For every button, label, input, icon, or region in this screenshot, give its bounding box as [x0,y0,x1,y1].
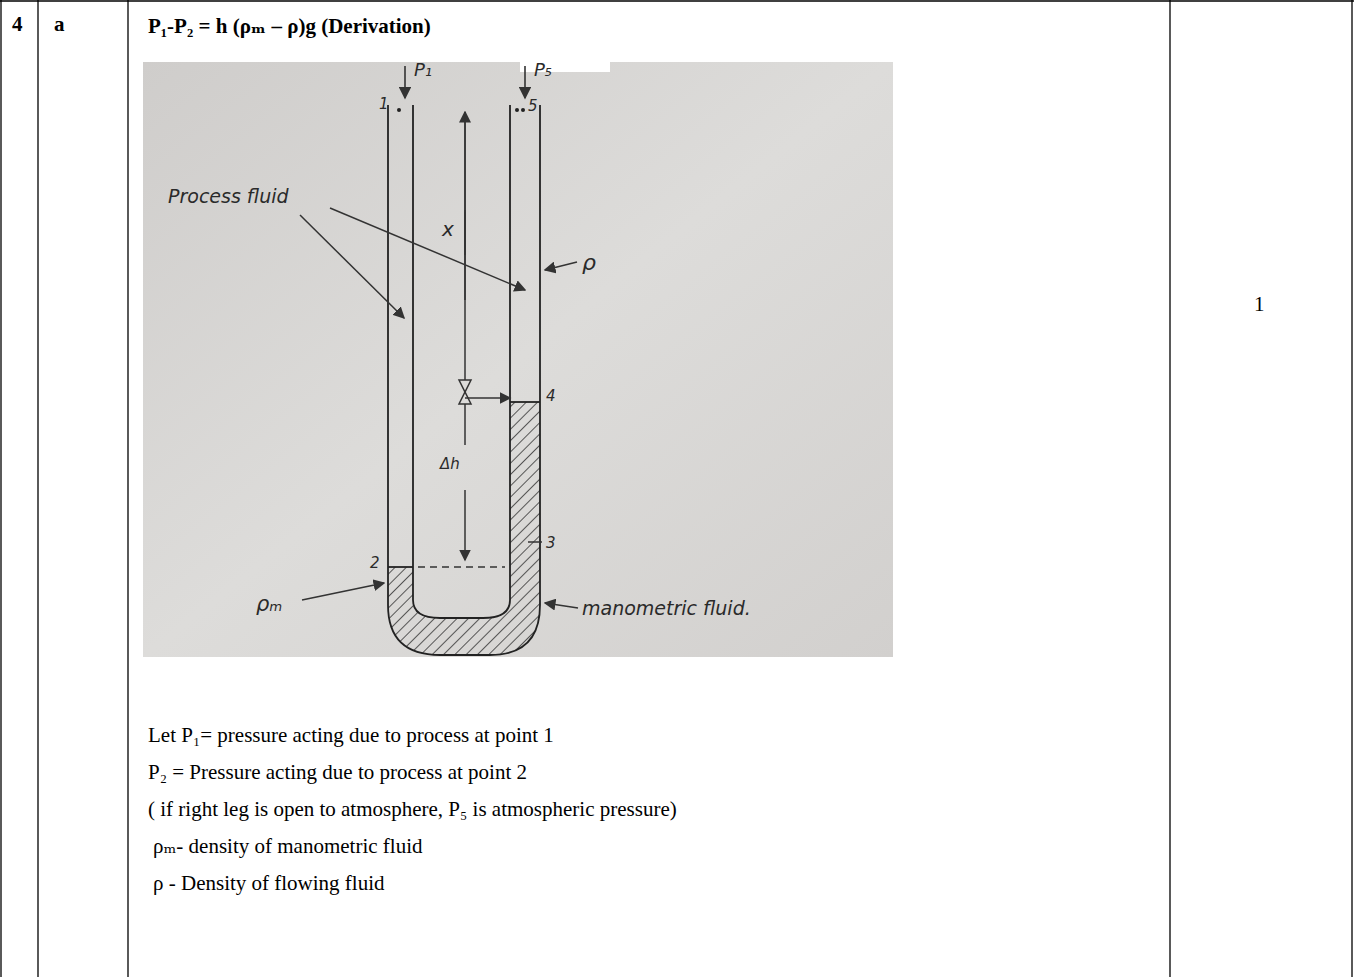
callout-label: manometric fluid. [582,598,751,620]
body-line: Let P₁= pressure acting due to process a… [148,723,554,747]
pressure-label: P₅ [534,60,552,81]
heading: P₁-P₂ = h (ρₘ – ρ)g (Derivation) [148,14,431,38]
manometric-fluid [388,402,540,655]
body-line: ρ - Density of flowing fluid [153,871,385,895]
dimension-label: x [442,218,454,241]
pressure-label: P₁ [414,60,432,81]
callout-label: ρ [582,250,596,275]
point-number: 2 [370,555,380,572]
point-number: 3 [546,535,556,552]
point-number: 5 [528,98,538,115]
photo-torn-edge [520,62,610,72]
callout-label: ρₘ [256,592,282,616]
body-line: ρₘ- density of manometric fluid [153,834,422,858]
sub-item: a [54,12,65,36]
leader-arrows [300,208,578,608]
point-number: 4 [546,388,556,405]
row-number: 4 [12,12,23,36]
point-dot [521,108,525,112]
dimension-label: Δh [440,456,460,473]
point-dot [515,108,519,112]
point-dot [397,108,401,112]
point-number: 1 [379,96,389,113]
u-tube [388,105,540,655]
dimension-lines [418,112,510,567]
body-line: P₂ = Pressure acting due to process at p… [148,760,527,784]
callout-label: Process fluid [168,186,289,208]
marks-cell: 1 [1254,292,1265,316]
photo-ground [143,62,893,657]
body-line: ( if right leg is open to atmosphere, P₅… [148,797,677,821]
